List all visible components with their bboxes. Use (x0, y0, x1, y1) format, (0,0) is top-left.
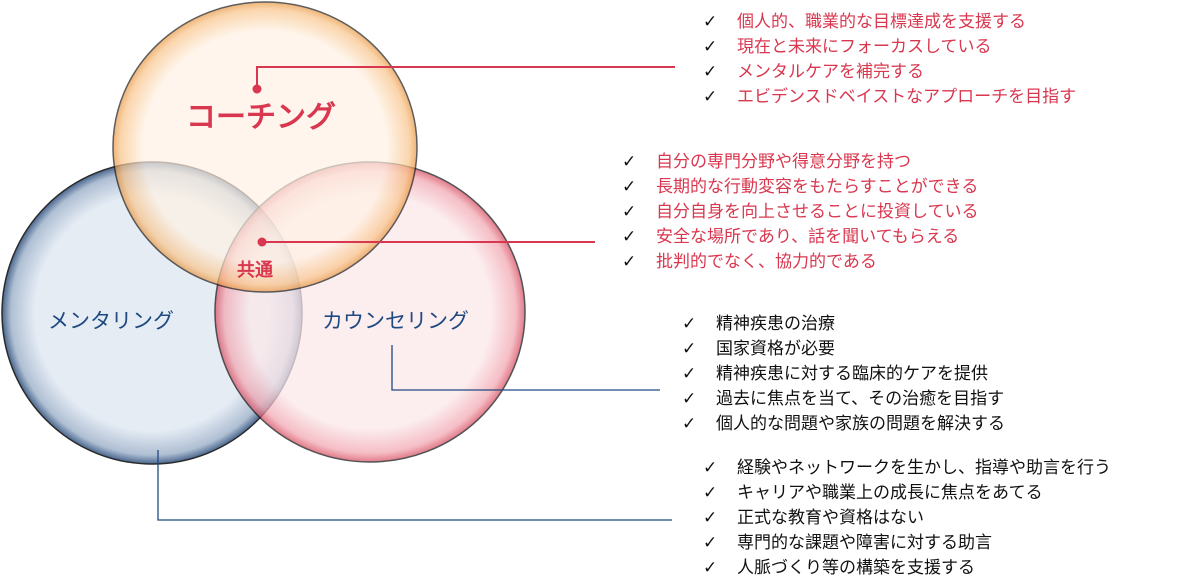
counseling-label: カウンセリング (322, 309, 469, 333)
list-item: ✓ エビデンスドベイストなアプローチを目指す (703, 85, 1076, 110)
check-icon: ✓ (682, 389, 697, 409)
list-item-text: 自分自身を向上させることに投資している (656, 202, 979, 222)
list-item-text: 精神疾患の治療 (716, 314, 835, 334)
list-item-text: 現在と未来にフォーカスしている (737, 37, 992, 57)
check-icon: ✓ (682, 414, 697, 434)
list-item: ✓ 経験やネットワークを生かし、指導や助言を行う (703, 456, 1111, 481)
check-icon: ✓ (703, 62, 718, 82)
list-item: ✓ 現在と未来にフォーカスしている (703, 35, 1076, 60)
list-item: ✓ 自分自身を向上させることに投資している (622, 200, 979, 225)
check-icon: ✓ (703, 508, 718, 528)
list-item-text: 個人的な問題や家族の問題を解決する (716, 414, 1005, 434)
list-item-text: メンタルケアを補完する (737, 62, 924, 82)
list-item: ✓ 精神疾患に対する臨床的ケアを提供 (682, 362, 1005, 387)
check-icon: ✓ (703, 533, 718, 553)
list-item-text: 国家資格が必要 (716, 339, 835, 359)
check-icon: ✓ (703, 483, 718, 503)
check-icon: ✓ (703, 37, 718, 57)
list-item: ✓ 批判的でなく、協力的である (622, 250, 979, 275)
list-item-text: 長期的な行動変容をもたらすことができる (656, 177, 979, 197)
counseling-connector (391, 345, 660, 391)
mentoring-label: メンタリング (48, 309, 174, 333)
list-item-text: 安全な場所であり、話を聞いてもらえる (656, 227, 960, 247)
coaching-circle (112, 1, 418, 293)
check-icon: ✓ (682, 314, 697, 334)
list-item-text: 精神疾患に対する臨床的ケアを提供 (716, 364, 988, 384)
list-item: ✓ 安全な場所であり、話を聞いてもらえる (622, 225, 979, 250)
list-item: ✓ 専門的な課題や障害に対する助言 (703, 531, 1111, 556)
list-item: ✓ 個人的、職業的な目標達成を支援する (703, 10, 1076, 35)
check-icon: ✓ (622, 202, 637, 222)
coaching-label: コーチング (186, 100, 336, 135)
coaching-list: ✓ 個人的、職業的な目標達成を支援する ✓ 現在と未来にフォーカスしている ✓ メンタルケ… (703, 10, 1076, 110)
check-icon: ✓ (703, 458, 718, 478)
check-icon: ✓ (703, 558, 718, 578)
list-item: ✓ 人脈づくり等の構築を支援する (703, 556, 1111, 581)
list-item: ✓ キャリアや職業上の成長に焦点をあてる (703, 481, 1111, 506)
list-item: ✓ 長期的な行動変容をもたらすことができる (622, 175, 979, 200)
check-icon: ✓ (622, 252, 637, 272)
list-item-text: 人脈づくり等の構築を支援する (737, 558, 975, 578)
list-item: ✓ 自分の専門分野や得意分野を持つ (622, 150, 979, 175)
check-icon: ✓ (703, 87, 718, 107)
list-item-text: 正式な教育や資格はない (737, 508, 924, 528)
list-item: ✓ 精神疾患の治療 (682, 312, 1005, 337)
list-item: ✓ メンタルケアを補完する (703, 60, 1076, 85)
check-icon: ✓ (682, 339, 697, 359)
common-dot (257, 237, 267, 247)
list-item-text: 経験やネットワークを生かし、指導や助言を行う (737, 458, 1111, 478)
list-item-text: エビデンスドベイストなアプローチを目指す (737, 87, 1077, 107)
list-item-text: 自分の専門分野や得意分野を持つ (656, 152, 911, 172)
list-item: ✓ 過去に焦点を当て、その治癒を目指す (682, 387, 1005, 412)
common-list: ✓ 自分の専門分野や得意分野を持つ ✓ 長期的な行動変容をもたらすことができる ✓ 自分自… (622, 150, 979, 275)
check-icon: ✓ (703, 12, 718, 32)
list-item: ✓ 国家資格が必要 (682, 337, 1005, 362)
check-icon: ✓ (622, 177, 637, 197)
check-icon: ✓ (682, 364, 697, 384)
mentoring-list: ✓ 経験やネットワークを生かし、指導や助言を行う ✓ キャリアや職業上の成長に焦点をあ… (703, 456, 1111, 581)
check-icon: ✓ (622, 227, 637, 247)
coaching-connector (256, 66, 675, 88)
counseling-list: ✓ 精神疾患の治療 ✓ 国家資格が必要 ✓ 精神疾患に対する臨床的ケアを提供 ✓ 過去に焦点を… (682, 312, 1005, 437)
mentoring-connector (157, 450, 672, 521)
list-item-text: 過去に焦点を当て、その治癒を目指す (716, 389, 1005, 409)
list-item: ✓ 正式な教育や資格はない (703, 506, 1111, 531)
list-item: ✓ 個人的な問題や家族の問題を解決する (682, 412, 1005, 437)
coaching-dot (252, 84, 262, 94)
list-item-text: 専門的な課題や障害に対する助言 (737, 533, 992, 553)
common-label: 共通 (237, 260, 273, 281)
list-item-text: 個人的、職業的な目標達成を支援する (737, 12, 1026, 32)
list-item-text: キャリアや職業上の成長に焦点をあてる (737, 483, 1043, 503)
list-item-text: 批判的でなく、協力的である (656, 252, 877, 272)
check-icon: ✓ (622, 152, 637, 172)
